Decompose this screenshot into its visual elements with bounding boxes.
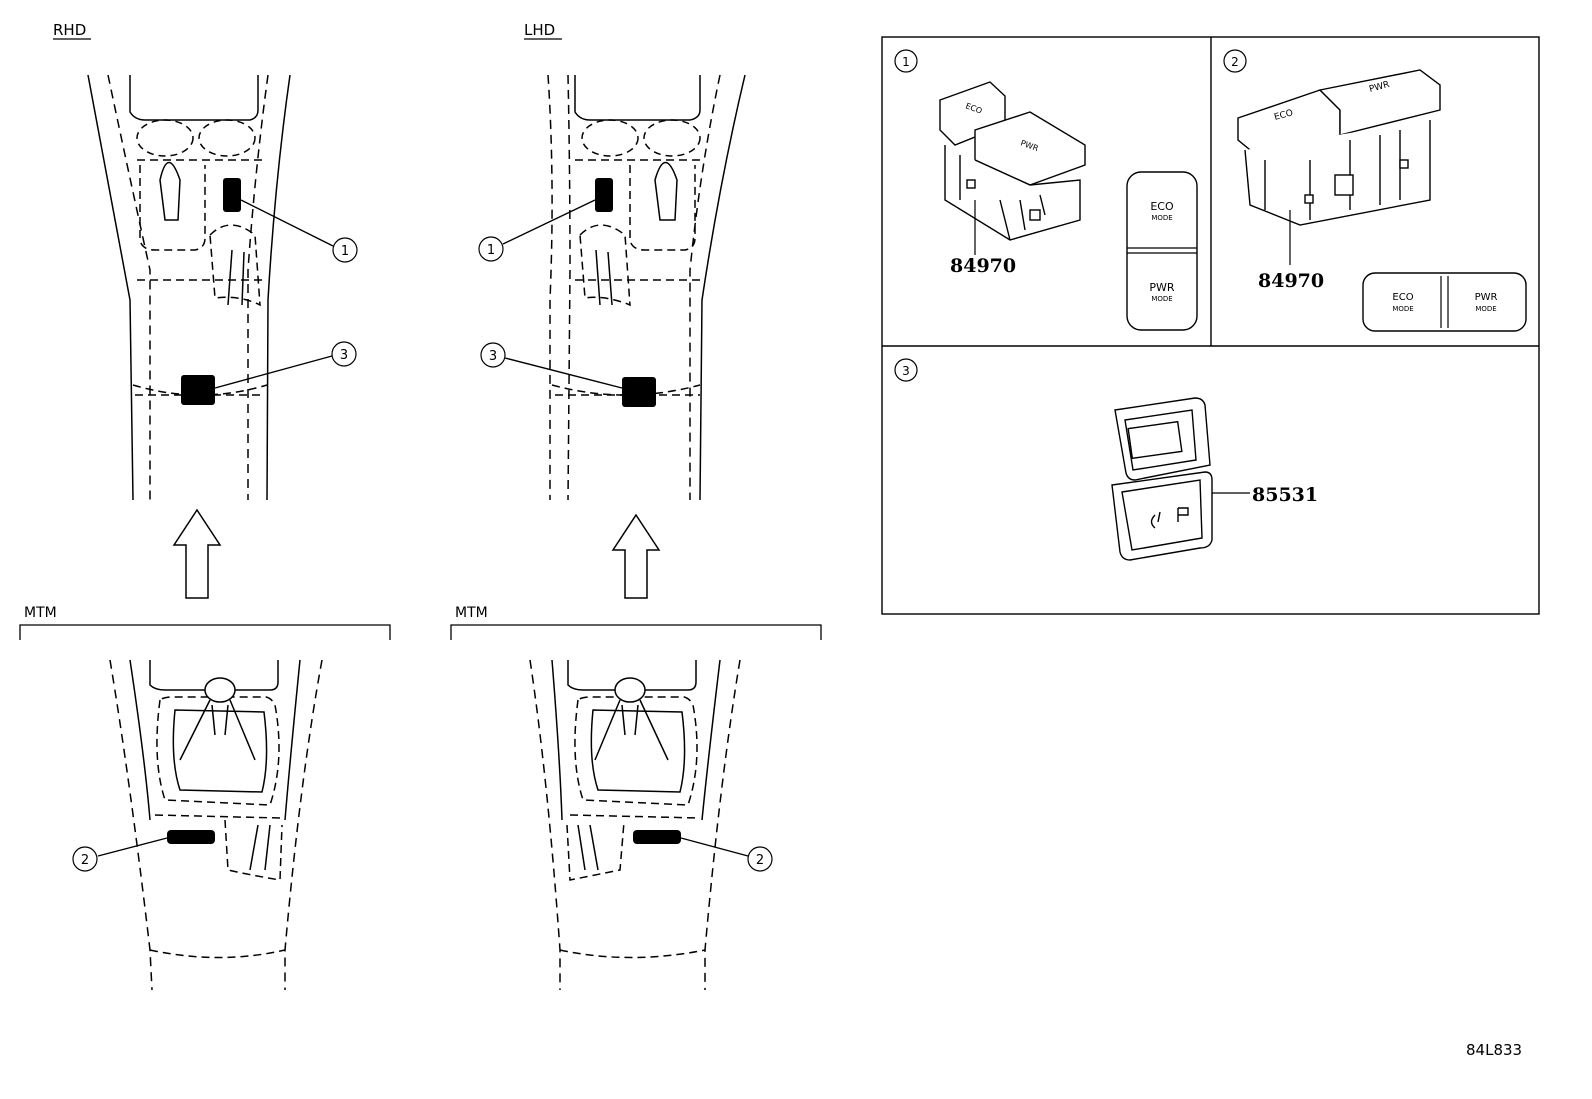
- lhd-callout-3: 3: [480, 342, 506, 368]
- panel-2-switch-illustration: ECO PWR: [1237, 69, 1441, 226]
- rhd-switch-1-location: [223, 178, 241, 212]
- rhd-up-arrow: [172, 508, 222, 599]
- part-number-84970-a: 84970: [950, 255, 1016, 277]
- rhd-console: [87, 74, 291, 501]
- svg-text:ECO: ECO: [1392, 292, 1413, 303]
- lhd-mtm-callout-2: 2: [747, 846, 773, 872]
- mtm-bracket-right: [450, 624, 822, 640]
- svg-text:MODE: MODE: [1151, 214, 1172, 222]
- panel-3-connector-illustration: [1111, 397, 1213, 561]
- lhd-console: [547, 74, 746, 501]
- svg-text:ECO: ECO: [1150, 200, 1174, 213]
- svg-text:3: 3: [340, 348, 348, 363]
- svg-text:PWR: PWR: [1149, 281, 1175, 294]
- lhd-callout-1: 1: [478, 236, 504, 262]
- rhd-mtm-switch-2-location: [167, 830, 215, 844]
- svg-text:MODE: MODE: [1151, 295, 1172, 303]
- rhd-switch-3-location: [181, 375, 215, 405]
- lhd-switch-1-location: [595, 178, 613, 212]
- svg-text:1: 1: [341, 244, 349, 259]
- svg-text:MODE: MODE: [1392, 305, 1413, 313]
- panel-2-switch-face: ECO MODE PWR MODE: [1362, 272, 1527, 332]
- svg-text:3: 3: [902, 364, 910, 378]
- rhd-callout-3: 3: [331, 341, 357, 367]
- svg-text:2: 2: [1231, 55, 1239, 69]
- svg-text:ECO: ECO: [1273, 108, 1294, 123]
- lhd-up-arrow: [611, 513, 661, 599]
- rhd-callout-1: 1: [332, 237, 358, 263]
- lhd-switch-3-location: [622, 377, 656, 407]
- panel-1-switch-illustration: ECO PWR: [939, 81, 1086, 241]
- panel-1-callout: 1: [894, 49, 918, 73]
- svg-text:1: 1: [902, 55, 910, 69]
- lhd-mtm-console: [529, 659, 741, 990]
- panel-2-callout: 2: [1223, 49, 1247, 73]
- lhd-mtm-switch-2-location: [633, 830, 681, 844]
- mtm-bracket-left: [19, 624, 391, 640]
- svg-text:3: 3: [489, 349, 497, 364]
- diagram-code: 84L833: [1466, 1041, 1522, 1059]
- svg-text:PWR: PWR: [1475, 292, 1498, 303]
- rhd-label: RHD: [53, 21, 86, 39]
- panel-3-callout: 3: [894, 358, 918, 382]
- svg-text:2: 2: [81, 853, 89, 868]
- svg-text:MODE: MODE: [1475, 305, 1496, 313]
- rhd-mtm-callout-2: 2: [72, 846, 98, 872]
- panel-1-switch-face: ECO MODE PWR MODE: [1126, 171, 1198, 331]
- mtm-label-right: MTM: [455, 605, 488, 621]
- rhd-mtm-console: [109, 659, 323, 991]
- lhd-label: LHD: [524, 21, 555, 39]
- mtm-label-left: MTM: [24, 605, 57, 621]
- part-number-84970-b: 84970: [1258, 270, 1324, 292]
- svg-text:1: 1: [487, 243, 495, 258]
- svg-text:2: 2: [756, 853, 764, 868]
- parts-panel: [881, 36, 1540, 615]
- part-number-85531: 85531: [1252, 484, 1318, 506]
